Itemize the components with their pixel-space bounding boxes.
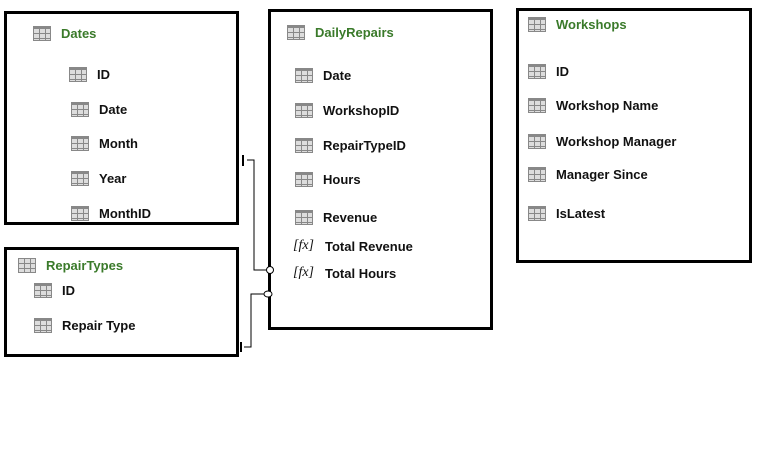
field-label: Total Revenue (325, 238, 413, 254)
column-icon (71, 102, 89, 117)
field-label: Total Hours (325, 265, 397, 281)
column-icon (528, 98, 546, 113)
column-icon (295, 103, 313, 118)
title-text: Workshops (556, 17, 627, 32)
table-dailyrepairs[interactable]: DailyRepairs Date WorkshopID RepairTypeI… (268, 9, 493, 330)
field-label: Workshop Manager (556, 134, 677, 149)
field-date[interactable]: Date (295, 68, 351, 83)
table-title: Workshops (528, 17, 627, 32)
field-label: Hours (323, 172, 361, 187)
table-icon (528, 17, 546, 32)
field-repair-type[interactable]: Repair Type (34, 318, 135, 333)
column-icon (69, 67, 87, 82)
field-label: Date (323, 68, 352, 83)
field-id[interactable]: ID (528, 64, 569, 79)
title-text: Dates (61, 26, 97, 41)
column-icon (71, 171, 89, 186)
column-icon (295, 172, 313, 187)
column-icon (295, 68, 313, 83)
field-manager-since[interactable]: Manager Since (528, 167, 648, 182)
column-icon (528, 64, 546, 79)
field-label: ID (62, 283, 75, 298)
table-title: DailyRepairs (287, 25, 394, 40)
column-icon (295, 138, 313, 153)
column-icon (71, 136, 89, 151)
field-islatest[interactable]: IsLatest (528, 206, 605, 221)
field-label: ID (97, 67, 110, 82)
field-date[interactable]: Date (71, 102, 127, 117)
field-hours[interactable]: Hours (295, 172, 361, 187)
measure-total-revenue[interactable]: [fx] Total Revenue (293, 238, 413, 254)
table-repairtypes[interactable]: RepairTypes ID Repair Type (4, 247, 239, 357)
relationship-repairtypes-dailyrepairs[interactable] (240, 290, 273, 352)
field-revenue[interactable]: Revenue (295, 210, 377, 225)
field-label: IsLatest (556, 206, 606, 221)
measure-total-hours[interactable]: [fx] Total Hours (293, 265, 396, 281)
column-icon (34, 318, 52, 333)
field-workshop-name[interactable]: Workshop Name (528, 98, 658, 113)
table-icon (33, 26, 51, 41)
table-title: Dates (33, 26, 96, 41)
field-label: ID (556, 64, 569, 79)
title-text: RepairTypes (46, 258, 124, 273)
table-icon (287, 25, 305, 40)
column-icon (528, 134, 546, 149)
table-workshops[interactable]: Workshops ID Workshop Name Workshop Mana… (516, 8, 752, 263)
relationship-dates-dailyrepairs[interactable] (242, 155, 274, 274)
field-year[interactable]: Year (71, 171, 126, 186)
field-repairtypeid[interactable]: RepairTypeID (295, 138, 406, 153)
field-label: Workshop Name (556, 98, 659, 113)
field-label: RepairTypeID (323, 138, 406, 153)
table-title: RepairTypes (18, 258, 123, 273)
field-label: Manager Since (556, 167, 648, 182)
column-icon (34, 283, 52, 298)
field-label: Repair Type (62, 318, 136, 333)
column-icon (528, 206, 546, 221)
field-id[interactable]: ID (69, 67, 110, 82)
field-label: Revenue (323, 210, 378, 225)
field-label: Date (99, 102, 128, 117)
field-label: Year (99, 171, 127, 186)
table-dates[interactable]: Dates ID Date Month Year MonthID (4, 11, 239, 225)
title-text: DailyRepairs (315, 25, 394, 40)
column-icon (71, 206, 89, 221)
field-workshop-manager[interactable]: Workshop Manager (528, 134, 676, 149)
field-id[interactable]: ID (34, 283, 75, 298)
column-icon (295, 210, 313, 225)
table-icon (18, 258, 36, 273)
measure-icon: [fx] (293, 265, 314, 280)
column-icon (528, 167, 546, 182)
measure-icon: [fx] (293, 238, 314, 253)
field-label: MonthID (99, 206, 151, 221)
field-label: WorkshopID (323, 103, 400, 118)
field-label: Month (99, 136, 138, 151)
field-workshopid[interactable]: WorkshopID (295, 103, 399, 118)
field-monthid[interactable]: MonthID (71, 206, 151, 221)
field-month[interactable]: Month (71, 136, 138, 151)
